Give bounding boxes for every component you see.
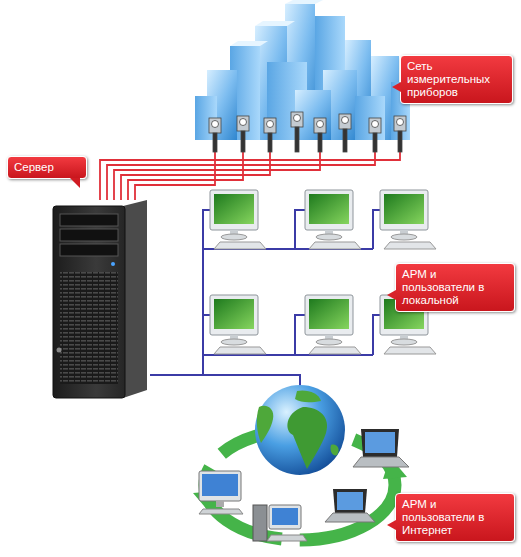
remote-laptop [325, 489, 375, 522]
meter [264, 118, 276, 152]
illustration-node: АРМ и пользователи в Интернет [185, 385, 415, 555]
workstation [380, 190, 436, 249]
building-top [285, 0, 323, 4]
building-blocks [195, 0, 410, 140]
drive-bay [60, 214, 118, 226]
drive-bay [60, 244, 118, 256]
callout-box: Сеть измерительных приборов [400, 55, 513, 104]
server-side [123, 200, 147, 398]
callout-text: Сервер [14, 161, 80, 174]
server-button [57, 348, 62, 353]
illustration-node: Сеть измерительных приборов [195, 0, 410, 152]
globe [255, 385, 345, 475]
drive-bay [60, 229, 118, 241]
continent [295, 390, 321, 402]
workstation [305, 295, 361, 354]
meter [291, 112, 303, 152]
callout-box: Сервер [7, 156, 87, 179]
power-led [111, 262, 115, 266]
illustration-node: Сервер [45, 200, 150, 400]
server-grille [60, 272, 118, 384]
workstation [305, 190, 361, 249]
meter [237, 116, 249, 152]
buildings-illustration [195, 0, 410, 155]
server-tower [53, 200, 147, 398]
meter [339, 114, 351, 152]
remote-laptop [353, 429, 409, 467]
meter [394, 116, 406, 152]
building [355, 96, 385, 140]
remote-desktop [199, 471, 243, 514]
callout-text: Сеть измерительных приборов [407, 60, 506, 99]
callout-box: АРМ и пользователи в локальной [395, 263, 515, 312]
server-illustration [45, 200, 150, 400]
continent [287, 407, 327, 469]
meters [209, 112, 406, 152]
globe-sphere [255, 385, 345, 475]
workstation [210, 190, 266, 249]
network-cable [150, 375, 300, 385]
building-top [230, 41, 268, 46]
callout-text: АРМ и пользователи в локальной [402, 268, 508, 307]
meter [369, 118, 381, 152]
workstation [210, 295, 266, 354]
cable-line [135, 152, 215, 200]
cable-line [150, 375, 300, 385]
internet-illustration [185, 385, 415, 555]
illustration-node: АРМ и пользователи в локальной [195, 185, 435, 380]
continent [257, 406, 273, 443]
lan-wire [195, 210, 210, 375]
meter [314, 118, 326, 152]
building-top [255, 21, 295, 26]
remote-pc [253, 505, 307, 541]
server-front [53, 206, 125, 398]
continent [330, 445, 338, 456]
callout-box: АРМ и пользователи в Интернет [395, 493, 515, 542]
meter [209, 118, 221, 152]
callout-text: АРМ и пользователи в Интернет [402, 498, 508, 537]
